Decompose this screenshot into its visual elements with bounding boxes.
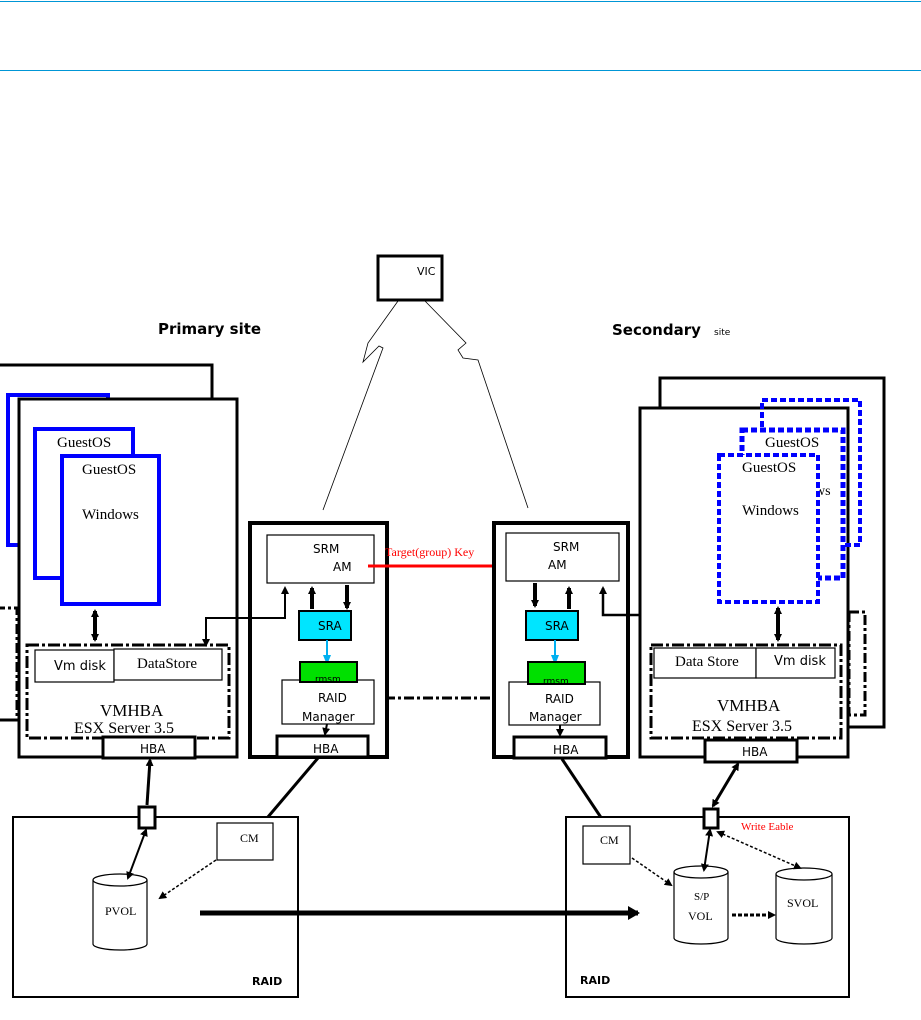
sra-box xyxy=(298,610,352,641)
sra-label: SRA xyxy=(318,619,342,633)
vmdisk-label: Vm disk xyxy=(54,659,106,674)
datastore-to-srm-primary xyxy=(202,586,289,647)
svol-label: SVOL xyxy=(787,896,818,910)
raid-label: RAID xyxy=(580,974,610,987)
datastore-label: Data Store xyxy=(675,654,739,670)
primary-esx-san-link xyxy=(145,758,154,806)
spvol-cylinder xyxy=(673,865,729,945)
rmsm-label: rmsm xyxy=(543,677,569,687)
srm-hba-label: HBA xyxy=(553,743,579,757)
spvol-label-1: S/P xyxy=(694,891,709,903)
vmdisk-box xyxy=(755,647,836,679)
guest-os-name: Windows xyxy=(82,507,139,523)
vmhba-label: VMHBA xyxy=(717,696,781,715)
secondary-site-label: Secondary xyxy=(612,321,701,339)
vic-node: VIC xyxy=(376,254,444,302)
srm-am-box xyxy=(505,532,620,582)
srm-am-box xyxy=(266,534,375,584)
spvol-label-2: VOL xyxy=(688,909,713,923)
port-icon xyxy=(137,805,157,830)
manager-label: Manager xyxy=(302,710,355,724)
vmhba-label: VMHBA xyxy=(100,701,164,720)
sra-box xyxy=(525,610,579,641)
guest-os-back-label: GuestOS xyxy=(765,435,819,451)
header-rule-top xyxy=(0,1,921,2)
primary-raid: CM PVOL RAID xyxy=(12,805,299,998)
guest-os-name: Windows xyxy=(742,503,799,519)
raid-label: RAID xyxy=(318,691,347,705)
vic-link-secondary xyxy=(424,300,529,509)
secondary-esx-san-link xyxy=(711,762,740,808)
hba-label: HBA xyxy=(140,742,166,756)
srm-label: SRM xyxy=(553,540,579,554)
esx-server-label: ESX Server 3.5 xyxy=(692,718,792,735)
srm-hba-box xyxy=(512,735,608,760)
srm-hba-label: HBA xyxy=(313,742,339,756)
raid-manager-box xyxy=(508,681,601,726)
raid-label: RAID xyxy=(545,692,574,706)
rmsm-label: rmsm xyxy=(315,675,341,685)
vic-label: VIC xyxy=(417,265,436,278)
secondary-srm-san-link xyxy=(560,758,608,827)
rmsm-box xyxy=(527,661,586,685)
hba-label: HBA xyxy=(742,745,768,759)
guest-os-front-label: GuestOS xyxy=(742,460,796,476)
guest-os-front xyxy=(717,453,820,604)
manager-label: Manager xyxy=(529,710,582,724)
primary-site-label: Primary site xyxy=(158,320,261,338)
guest-os-back-label: GuestOS xyxy=(57,435,111,451)
target-group-key-label: Target(group) Key xyxy=(385,545,474,559)
pvol-label: PVOL xyxy=(105,904,136,918)
am-label: AM xyxy=(333,560,352,574)
secondary-site-label-small: site xyxy=(714,328,731,338)
primary-esx-host: GuestOS GuestOS Windows Vm disk DataStor… xyxy=(0,363,239,760)
datastore-label: DataStore xyxy=(137,656,197,672)
cm-label: CM xyxy=(240,831,259,845)
srm-label: SRM xyxy=(313,542,339,556)
rmsm-box xyxy=(299,661,358,683)
datastore-box xyxy=(653,647,757,679)
write-enable-label: Write Eable xyxy=(741,821,794,833)
header-rule-bottom xyxy=(0,70,921,71)
secondary-raid: Write Eable CM S/P VOL SVOL RAID xyxy=(565,807,850,998)
esx-server-label: ESX Server 3.5 xyxy=(74,720,174,737)
am-label: AM xyxy=(548,558,567,572)
vmdisk-label: Vm disk xyxy=(774,654,826,669)
raid-label: RAID xyxy=(252,975,282,988)
datastore-box xyxy=(113,648,223,681)
secondary-srm-server: SRM AM SRA rmsm RAID Manager HBA xyxy=(492,521,630,760)
secondary-esx-host: GuestOS ws GuestOS Windows Data Store Vm… xyxy=(638,376,886,764)
vmdisk-box xyxy=(34,649,115,683)
hba-box xyxy=(703,738,799,764)
srm-hba-box xyxy=(275,734,370,759)
hba-box xyxy=(101,735,197,760)
primary-srm-san-link xyxy=(260,757,320,826)
sra-label: SRA xyxy=(545,619,569,633)
cm-label: CM xyxy=(600,833,619,847)
svol-cylinder xyxy=(775,867,833,945)
guest-os-front xyxy=(60,454,161,606)
guest-os-front-label: GuestOS xyxy=(82,462,136,478)
cm-box xyxy=(582,825,631,865)
primary-srm-server: SRM AM SRA rmsm RAID Manager HBA xyxy=(248,521,389,759)
vic-link-primary xyxy=(322,300,399,511)
port-icon xyxy=(702,807,720,830)
cm-box xyxy=(216,822,274,861)
